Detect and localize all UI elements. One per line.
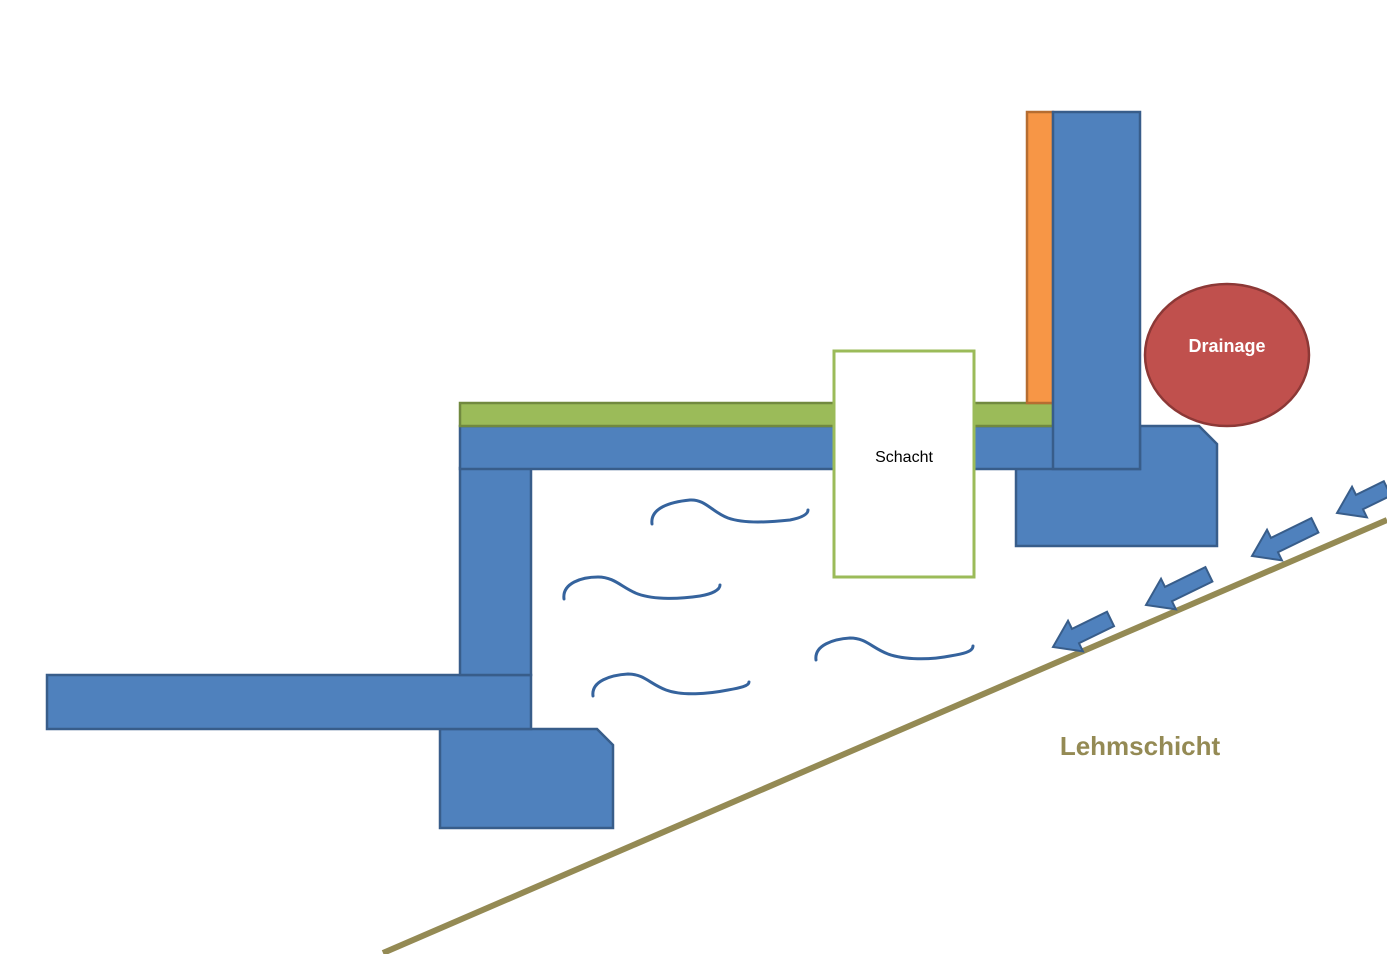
left-wall [458, 466, 533, 677]
drainage-label: Drainage [1188, 336, 1265, 356]
water-wave-icon [650, 498, 810, 526]
drainage-pipe [1143, 282, 1311, 428]
arrow-down-left-icon [1051, 610, 1116, 653]
upper-floor-slab [458, 424, 1142, 471]
flow-arrows [1051, 479, 1387, 653]
wall-sealing-layer [1025, 110, 1055, 405]
shaft-label: Schacht [875, 449, 933, 466]
water-wave-icon [814, 636, 975, 662]
arrow-down-left-icon [1250, 516, 1320, 562]
lower-floor-slab [45, 673, 533, 731]
left-footing [438, 727, 615, 830]
shaft-box [832, 349, 976, 579]
clay-layer-line [381, 517, 1387, 954]
arrow-down-left-icon [1144, 565, 1214, 611]
water-wave-icon [562, 575, 722, 601]
arrow-down-left-icon [1335, 479, 1387, 519]
water-wave-icon [591, 672, 751, 698]
clay-layer-label: Lehmschicht [1060, 731, 1221, 761]
right-exterior-wall [1051, 110, 1142, 471]
